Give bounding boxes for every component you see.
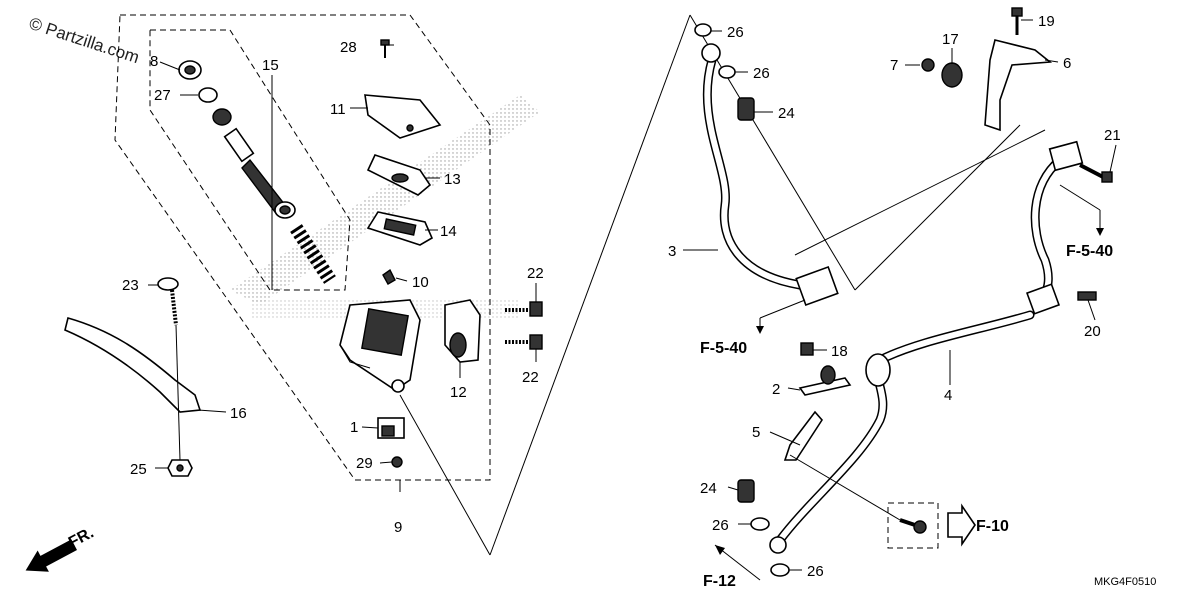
part-10-float[interactable] <box>382 268 396 285</box>
callout-4: 4 <box>944 387 952 404</box>
callout-24b: 24 <box>700 480 717 497</box>
callout-10: 10 <box>412 274 429 291</box>
diagram-code: MKG4F0510 <box>1094 576 1156 588</box>
leader-fan-5 <box>794 129 1046 256</box>
ref-f10-box <box>887 502 939 549</box>
leader-fan-2 <box>399 394 491 556</box>
part-23-pivot-bolt[interactable] <box>157 277 179 326</box>
part-27-circlip[interactable] <box>198 87 218 103</box>
part-26-washer-d[interactable] <box>770 563 790 577</box>
callout-26b: 26 <box>753 65 770 82</box>
callout-20: 20 <box>1084 323 1101 340</box>
callout-25: 25 <box>130 461 147 478</box>
callout-24a: 24 <box>778 105 795 122</box>
leader-lines <box>148 19 1117 571</box>
ref-f540-left: F-5-40 <box>700 340 747 357</box>
part-22-bolt-lower[interactable] <box>505 334 543 350</box>
callout-2: 2 <box>772 381 780 398</box>
callout-15: 15 <box>262 57 279 74</box>
part-18-bolt[interactable] <box>800 342 814 356</box>
leader-fan-1 <box>489 14 691 556</box>
part-21-bolt[interactable] <box>1079 163 1113 183</box>
callout-3: 3 <box>668 243 676 260</box>
callout-9: 9 <box>394 519 402 536</box>
ref-f12: F-12 <box>703 573 736 590</box>
part-24-banjo-bolt-b[interactable] <box>737 479 755 503</box>
part-12-holder[interactable] <box>444 299 481 363</box>
callout-17: 17 <box>942 31 959 48</box>
part-cup[interactable] <box>274 201 296 219</box>
leader-lever-axis <box>175 324 181 461</box>
callout-22b: 22 <box>522 369 539 386</box>
callout-23: 23 <box>122 277 139 294</box>
arrow-f540b-icon <box>756 326 764 334</box>
callout-28: 28 <box>340 39 357 56</box>
callout-12: 12 <box>450 384 467 401</box>
watermark: © Partzilla.com <box>27 14 142 67</box>
part-1-switch[interactable] <box>377 417 405 439</box>
part-26-washer-b[interactable] <box>718 65 736 79</box>
part-f10-bolt[interactable] <box>899 518 927 534</box>
ref-f540b-line <box>759 299 806 319</box>
callout-6: 6 <box>1063 55 1071 72</box>
part-19-bolt[interactable] <box>1011 7 1023 35</box>
part-8-cap[interactable] <box>178 60 202 80</box>
fr-direction-arrow-icon <box>25 539 77 572</box>
part-28-screw[interactable] <box>380 39 390 58</box>
ref-f540a-line <box>1059 184 1101 211</box>
part-14-diaphragm[interactable] <box>366 211 434 246</box>
part-16-brake-lever[interactable] <box>64 317 202 413</box>
callout-26d: 26 <box>807 563 824 580</box>
part-25-nut[interactable] <box>167 459 193 477</box>
callout-29: 29 <box>356 455 373 472</box>
callout-8: 8 <box>150 53 158 70</box>
callout-26a: 26 <box>727 24 744 41</box>
assembly-boundary-9 <box>114 14 491 481</box>
callout-19: 19 <box>1038 13 1055 30</box>
callout-21: 21 <box>1104 127 1121 144</box>
callout-7: 7 <box>890 57 898 74</box>
part-13-plate[interactable] <box>366 154 432 196</box>
part-6-bracket[interactable] <box>984 39 1053 132</box>
part-20-bolt[interactable] <box>1077 291 1097 301</box>
callout-13: 13 <box>444 171 461 188</box>
callout-18: 18 <box>831 343 848 360</box>
callout-26c: 26 <box>712 517 729 534</box>
part-5-stay[interactable] <box>783 410 824 461</box>
callout-22a: 22 <box>527 265 544 282</box>
ref-f540-right: F-5-40 <box>1066 243 1113 260</box>
part-26-washer-a[interactable] <box>694 23 712 37</box>
kit-boundary-15 <box>149 29 351 291</box>
callout-16: 16 <box>230 405 247 422</box>
callout-5: 5 <box>752 424 760 441</box>
part-26-washer-c[interactable] <box>750 517 770 531</box>
part-7-nut[interactable] <box>921 58 935 72</box>
part-master-cylinder-body[interactable] <box>339 299 421 393</box>
part-piston[interactable] <box>223 127 287 213</box>
part-24-banjo-bolt-a[interactable] <box>737 97 755 121</box>
part-11-reservoir-cover[interactable] <box>364 94 442 139</box>
part-22-bolt-upper[interactable] <box>505 301 543 317</box>
part-4-brake-hose[interactable] <box>769 140 1084 554</box>
callout-27: 27 <box>154 87 171 104</box>
ref-f10: F-10 <box>976 518 1009 535</box>
callout-11: 11 <box>330 101 346 118</box>
leader-fan-4 <box>854 124 1021 291</box>
part-spring[interactable] <box>290 224 336 284</box>
part-3-brake-hose[interactable] <box>701 43 839 306</box>
part-17-grommet[interactable] <box>941 62 963 88</box>
part-seal[interactable] <box>212 108 232 126</box>
callout-14: 14 <box>440 223 457 240</box>
arrow-f12-icon <box>715 545 725 555</box>
leader-fan-3 <box>689 14 856 291</box>
part-2-clamp[interactable] <box>798 365 852 396</box>
arrow-f540a-icon <box>1096 228 1104 236</box>
part-29-screw[interactable] <box>391 456 403 468</box>
callout-1: 1 <box>350 419 358 436</box>
arrow-f10-icon <box>947 503 976 547</box>
